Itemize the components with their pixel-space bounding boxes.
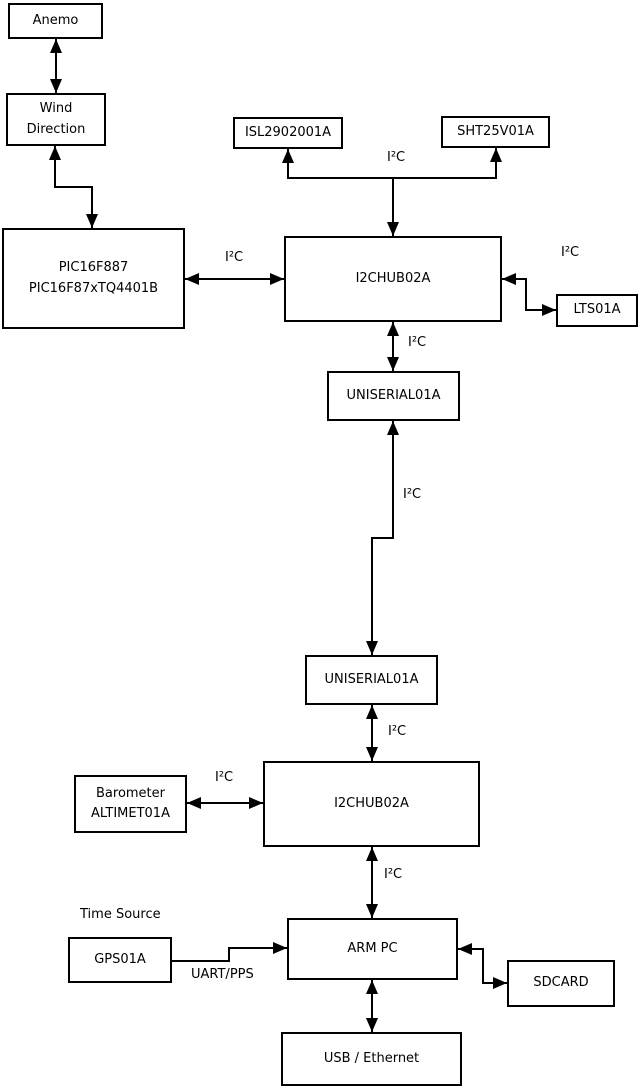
label-i2c-barometer-hub2: I²C [215,770,234,785]
node-barometer: Barometer ALTIMET01A [74,775,187,833]
label-i2c-hub-uniserial: I²C [408,335,427,350]
label-time-source: Time Source [80,907,161,922]
node-arm-pc: ARM PC [287,918,458,980]
label-i2c-pic-hub: I²C [225,250,244,265]
edge-armpc-sdcard [458,943,507,989]
label-i2c-uniserial-hub2: I²C [388,724,407,739]
label-i2c-uniserial-link: I²C [403,487,422,502]
node-anemo: Anemo [8,3,103,39]
label-uart-pps: UART/PPS [191,967,254,982]
node-gps01a: GPS01A [68,937,172,983]
edge-winddirection-pic [49,146,98,228]
edge-i2chub-lts [502,273,556,316]
node-i2chub-bottom: I2CHUB02A [263,761,480,847]
node-usb-ethernet: USB / Ethernet [281,1032,462,1086]
label-i2c-hub2-armpc: I²C [384,867,403,882]
node-isl2902001a: ISL2902001A [233,117,343,149]
edge-uniserial-upper-lower [366,421,399,655]
edge-gps-armpc [172,942,287,962]
node-uniserial-lower: UNISERIAL01A [305,655,438,705]
label-i2c-hub-lts: I²C [561,245,580,260]
label-i2c-isl-sht: I²C [387,150,406,165]
node-wind-direction: Wind Direction [6,93,106,146]
node-lts01a: LTS01A [556,294,638,327]
node-sht25v01a: SHT25V01A [441,116,550,148]
node-sdcard: SDCARD [507,960,615,1007]
node-pic16f887: PIC16F887 PIC16F87xTQ4401B [2,228,185,329]
node-uniserial-upper: UNISERIAL01A [327,371,460,421]
node-i2chub-top: I2CHUB02A [284,236,502,322]
